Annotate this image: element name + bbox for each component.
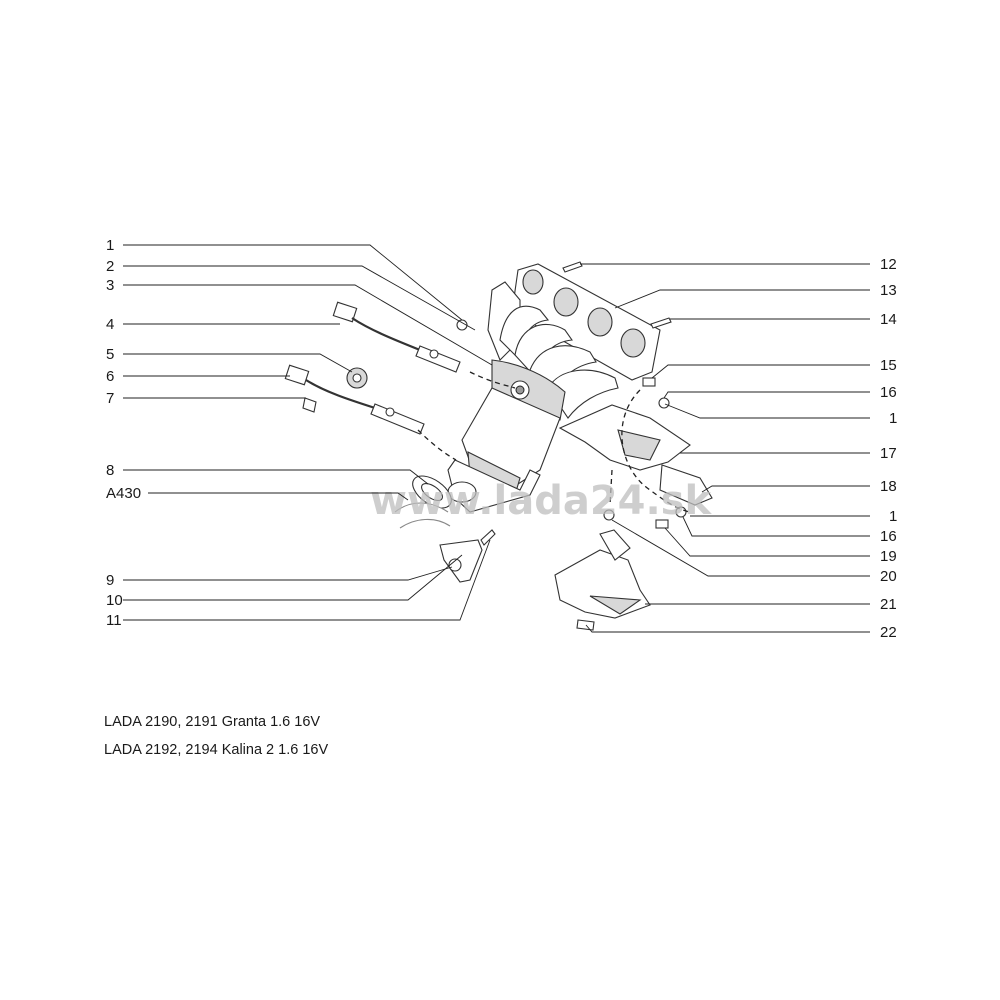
heat-shield-upper	[558, 404, 691, 471]
model-caption-granta: LADA 2190, 2191 Granta 1.6 16V	[104, 714, 321, 730]
assembly-path-bracket	[609, 469, 613, 506]
model-caption-kalina: LADA 2192, 2194 Kalina 2 1.6 16V	[104, 742, 329, 758]
leader-a430	[148, 492, 409, 501]
washer-16-lower	[675, 506, 687, 518]
leader-1-right-upper	[664, 403, 870, 419]
leader-18	[701, 485, 870, 493]
upstream-oxygen-sensor	[332, 301, 461, 373]
assembly-path-gasket	[417, 429, 457, 461]
heat-shield-lower	[554, 529, 651, 619]
lower-bracket	[439, 529, 496, 583]
callout-label: 8	[106, 462, 114, 479]
callout-label: 20	[880, 568, 897, 585]
bolt-19	[655, 519, 669, 529]
leader-9	[123, 566, 453, 581]
flange-gasket	[412, 475, 452, 509]
callout-label: 6	[106, 368, 114, 385]
washer-16-upper	[658, 397, 670, 409]
callout-label: 12	[880, 256, 897, 273]
watermark: www.lada24.sk	[370, 478, 712, 524]
exhaust-manifold	[487, 281, 619, 421]
callout-label: 4	[106, 316, 114, 333]
leader-8	[123, 469, 429, 485]
leader-5	[123, 353, 353, 373]
exhaust-pipe-a430	[394, 502, 451, 529]
callout-label: 1	[106, 237, 114, 254]
shield-bracket	[659, 464, 713, 506]
callout-label: 1	[889, 410, 897, 427]
bolt-15	[642, 377, 656, 387]
assembly-path-sensor	[469, 371, 516, 389]
sensor-seal	[346, 367, 368, 389]
leader-11	[123, 539, 491, 621]
wire-clip	[302, 397, 317, 413]
callout-label: 11	[106, 612, 122, 629]
callout-label: 16	[880, 528, 897, 545]
catalytic-converter	[447, 387, 561, 513]
leader-2	[123, 265, 476, 331]
leader-16-upper	[663, 391, 870, 399]
leader-10	[123, 554, 463, 601]
callout-label: 18	[880, 478, 897, 495]
leader-13	[614, 289, 870, 309]
leader-19	[664, 527, 870, 557]
downstream-oxygen-sensor	[284, 364, 425, 435]
bolt-22	[576, 619, 595, 631]
callout-label: 16	[880, 384, 897, 401]
manifold-gasket	[511, 263, 661, 381]
assembly-path-shield	[621, 389, 691, 513]
callout-label: 1	[889, 508, 897, 525]
leader-22	[585, 624, 870, 633]
leader-15	[651, 364, 870, 379]
callout-label: 14	[880, 311, 897, 328]
leader-1-left	[123, 244, 463, 321]
callout-label: 21	[880, 596, 897, 613]
stud-14	[650, 317, 672, 329]
callout-label: 15	[880, 357, 897, 374]
callout-label: A430	[106, 485, 141, 502]
callout-label: 10	[106, 592, 123, 609]
callout-label: 17	[880, 445, 897, 462]
nut-20	[603, 509, 615, 521]
callout-label: 3	[106, 277, 114, 294]
leader-3	[123, 284, 493, 366]
callout-label: 2	[106, 258, 114, 275]
leader-20	[611, 519, 870, 577]
callout-label: 9	[106, 572, 114, 589]
callout-label: 5	[106, 346, 114, 363]
callout-label: 7	[106, 390, 114, 407]
callout-label: 19	[880, 548, 897, 565]
callouts-left: 1 2 3 4 5 6 7 8 A430 9 10 11	[106, 237, 141, 629]
callout-label: 22	[880, 624, 897, 641]
leader-16-lower	[682, 516, 870, 537]
callouts-right: 12 13 14 15 16 1 17 18 1 16 19 20 21 22	[880, 256, 897, 641]
stud-12	[562, 261, 583, 273]
callout-label: 13	[880, 282, 897, 299]
